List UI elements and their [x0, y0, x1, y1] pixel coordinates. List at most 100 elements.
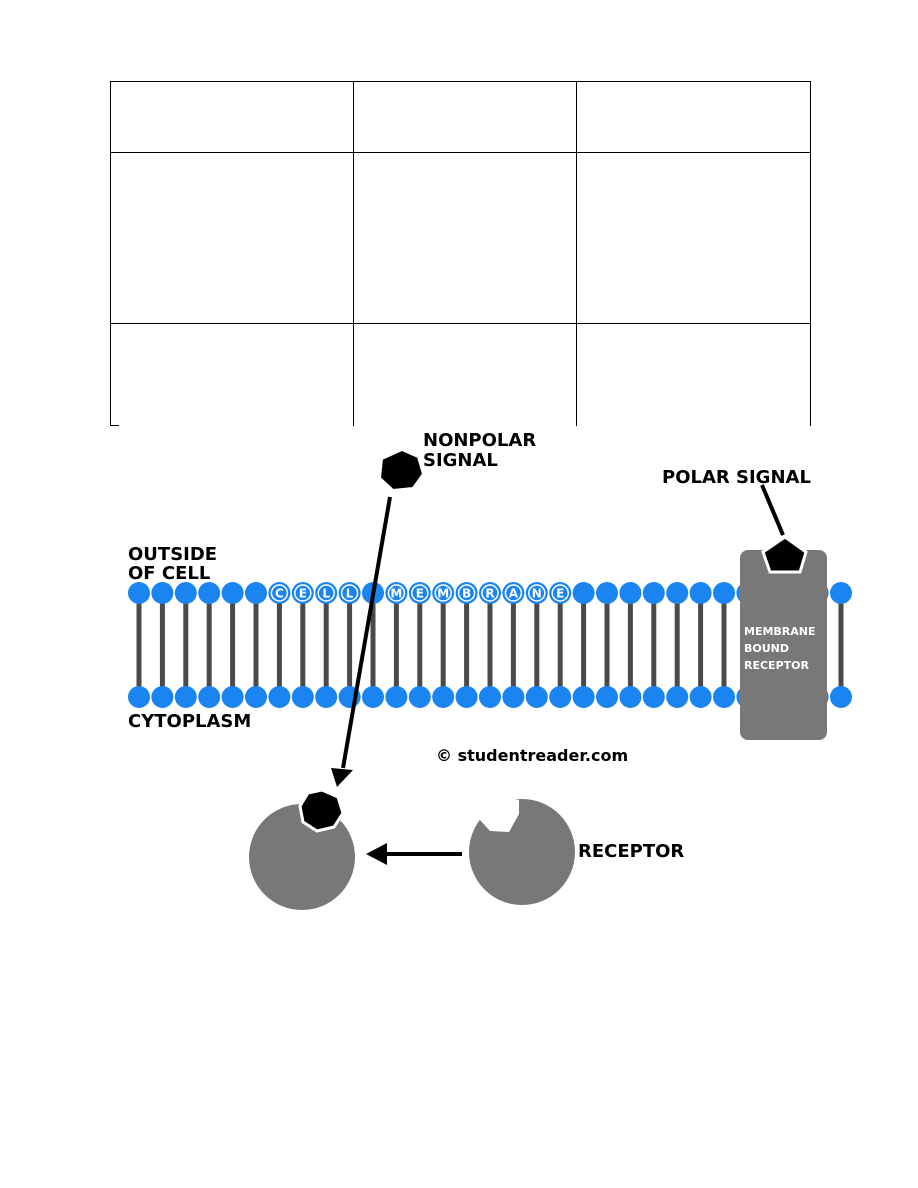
phospholipid-head-inner: [408, 686, 431, 708]
cytoplasm-label: CYTOPLASM: [128, 711, 251, 732]
membrane-letter-ring: [481, 584, 499, 602]
membrane-bound-receptor: [740, 550, 827, 740]
membrane-letter-ring: [317, 584, 335, 602]
phospholipid-tail: [557, 593, 563, 697]
phospholipid-tail: [230, 593, 236, 697]
phospholipid-tail: [838, 593, 844, 697]
membrane-letter: C: [275, 587, 284, 601]
table-cell[interactable]: [110, 323, 354, 426]
membrane-letter-ring: [340, 584, 359, 602]
membrane-letter-ring: [411, 584, 429, 602]
membrane-letter-ring: [270, 584, 289, 602]
phospholipid-head-inner: [713, 686, 735, 708]
membrane-letter-ring: [387, 584, 406, 602]
phospholipid-tail: [510, 593, 516, 697]
phospholipid-head-inner: [642, 686, 665, 708]
phospholipid-tail: [417, 593, 423, 697]
phospholipid-head-inner: [291, 686, 314, 708]
bound-receptor: [249, 804, 355, 910]
membrane-letter: E: [416, 587, 424, 601]
nonpolar-signal-label-1: NONPOLAR: [423, 430, 536, 451]
phospholipid-head-inner: [455, 686, 478, 708]
table-cutoff-tick: [110, 425, 119, 426]
phospholipid-tail: [487, 593, 493, 697]
table-cell[interactable]: [576, 323, 811, 426]
phospholipid-head-inner: [525, 686, 548, 708]
membrane-receptor-label-2: BOUND: [744, 642, 789, 655]
receptor-binding-site: [476, 798, 519, 832]
membrane-letter-ring: [434, 584, 452, 602]
membrane-letter-ring: [504, 584, 523, 602]
phospholipid-head-inner: [549, 686, 572, 708]
membrane-letter: L: [322, 587, 330, 601]
heptagon-signal-icon: [378, 448, 425, 492]
phospholipid-head-inner: [315, 686, 338, 708]
phospholipid-head-outer: [713, 582, 735, 604]
phospholipid-tail: [651, 593, 657, 697]
phospholipid-tail: [393, 593, 399, 697]
phospholipid-tail: [604, 593, 610, 697]
phospholipid-head-inner: [689, 686, 712, 708]
phospholipid-tail: [440, 593, 446, 697]
phospholipid-tail: [300, 593, 306, 697]
phospholipid-head-inner: [502, 686, 525, 708]
table-cell[interactable]: [110, 81, 354, 153]
table-cell[interactable]: [576, 152, 811, 324]
phospholipid-head-outer: [128, 582, 150, 604]
phospholipid-head-inner: [432, 686, 455, 708]
phospholipid-head-outer: [572, 582, 595, 604]
membrane-letter: M: [437, 587, 449, 601]
phospholipid-tail: [674, 593, 680, 697]
phospholipid-head-outer: [198, 582, 221, 604]
phospholipid-tail: [534, 593, 540, 697]
phospholipid-head-outer: [151, 582, 174, 604]
phospholipid-tail: [464, 593, 470, 697]
phospholipid-head-outer: [221, 582, 244, 604]
membrane-letter-ring: [294, 584, 312, 602]
arrow-icon: [331, 768, 353, 787]
phospholipid-tail: [183, 593, 189, 697]
phospholipid-head-inner: [385, 686, 408, 708]
arrow-icon: [366, 843, 387, 865]
outside-label-1: OUTSIDE: [128, 544, 217, 565]
table-cell[interactable]: [353, 323, 577, 426]
table-cell[interactable]: [353, 152, 577, 324]
phospholipid-head-inner: [198, 686, 221, 708]
pentagon-signal-icon: [761, 535, 808, 574]
membrane-letter-ring: [457, 584, 476, 602]
nonpolar-signal-label-2: SIGNAL: [423, 450, 498, 471]
phospholipid-head-inner: [268, 686, 291, 708]
phospholipid-tail: [136, 593, 142, 697]
phospholipid-head-inner: [245, 686, 267, 708]
phospholipid-head-inner: [362, 686, 384, 708]
outside-label-2: OF CELL: [128, 563, 210, 584]
polar-signal-pointer: [760, 484, 785, 536]
membrane-letter-ring: [551, 584, 569, 602]
membrane-letter: N: [532, 587, 542, 601]
phospholipid-head-inner: [479, 686, 501, 708]
phospholipid-head-inner: [221, 686, 244, 708]
answer-table: [110, 81, 811, 426]
membrane-receptor-label-1: MEMBRANE: [744, 625, 816, 638]
table-cell[interactable]: [576, 81, 811, 153]
phospholipid-head-inner: [151, 686, 174, 708]
table-row: [110, 323, 811, 426]
phospholipid-tail: [721, 593, 727, 697]
phospholipid-head-inner: [128, 686, 150, 708]
phospholipid-head-inner: [596, 686, 618, 708]
phospholipid-tail: [323, 593, 329, 697]
phospholipid-tail: [159, 593, 165, 697]
phospholipid-head-outer: [666, 582, 689, 604]
membrane-letter: E: [299, 587, 307, 601]
phospholipid-head-outer: [245, 582, 267, 604]
copyright-label: © studentreader.com: [436, 746, 628, 765]
phospholipid-head-inner: [572, 686, 595, 708]
phospholipid-tail: [581, 593, 587, 697]
phospholipid-head-outer: [830, 582, 852, 604]
membrane-letter: E: [556, 587, 564, 601]
heptagon-signal-icon: [298, 788, 345, 833]
phospholipid-tail: [627, 593, 633, 697]
phospholipid-head-outer: [689, 582, 712, 604]
phospholipid-head-inner: [666, 686, 689, 708]
table-row: [110, 152, 811, 324]
